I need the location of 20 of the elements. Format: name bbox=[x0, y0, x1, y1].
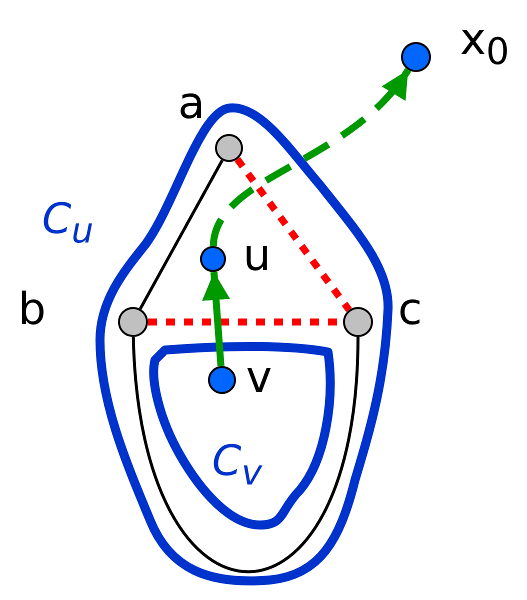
connector-line bbox=[132, 336, 360, 573]
connector-line bbox=[138, 160, 224, 310]
curve-label: C$_{u}$ bbox=[42, 198, 94, 250]
vertex-dot bbox=[200, 246, 226, 272]
curve-label: C$_{v}$ bbox=[212, 440, 262, 492]
closed-curve bbox=[150, 343, 332, 528]
vertex-label: u bbox=[243, 234, 271, 278]
vertex-dot bbox=[401, 42, 431, 72]
vertex-label: v bbox=[246, 356, 272, 400]
vertex-dot bbox=[215, 134, 243, 162]
vertex-dot bbox=[208, 366, 236, 394]
vertex-dot bbox=[118, 307, 148, 337]
vertex-dot bbox=[343, 307, 373, 337]
vertex-label: a bbox=[178, 82, 205, 126]
arrow bbox=[210, 68, 412, 247]
vertex-label: c bbox=[398, 288, 422, 332]
vertex-label: x$_{0}$ bbox=[460, 18, 510, 70]
vertex-label: b bbox=[18, 288, 46, 332]
arrow bbox=[202, 272, 230, 366]
connector-line bbox=[234, 157, 352, 312]
